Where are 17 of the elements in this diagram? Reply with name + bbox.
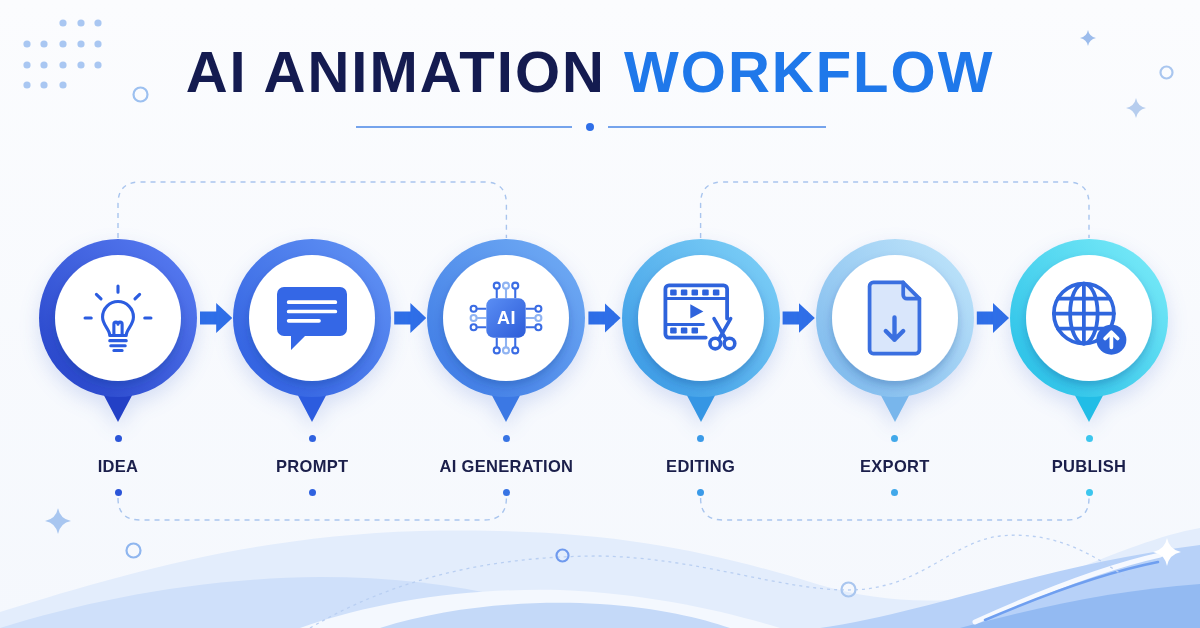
title: AI ANIMATION WORKFLOW bbox=[185, 43, 995, 101]
step-label: PUBLISH bbox=[1051, 456, 1127, 476]
dashed-connector bbox=[699, 497, 1090, 521]
dashed-connector bbox=[117, 181, 508, 239]
step-label: AI GENERATION bbox=[439, 456, 574, 476]
step-label: EXPORT bbox=[859, 456, 930, 476]
step-label: IDEA bbox=[97, 456, 139, 476]
chip-text: AI bbox=[496, 309, 516, 327]
arrow bbox=[782, 303, 815, 333]
dashed-connector bbox=[699, 181, 1090, 239]
dashed-connector bbox=[117, 497, 508, 521]
arrow bbox=[200, 303, 233, 333]
step-label: PROMPT bbox=[276, 456, 349, 476]
arrow bbox=[588, 303, 621, 333]
step-label: EDITING bbox=[666, 456, 736, 476]
arrow bbox=[976, 303, 1009, 333]
arrow bbox=[394, 303, 427, 333]
